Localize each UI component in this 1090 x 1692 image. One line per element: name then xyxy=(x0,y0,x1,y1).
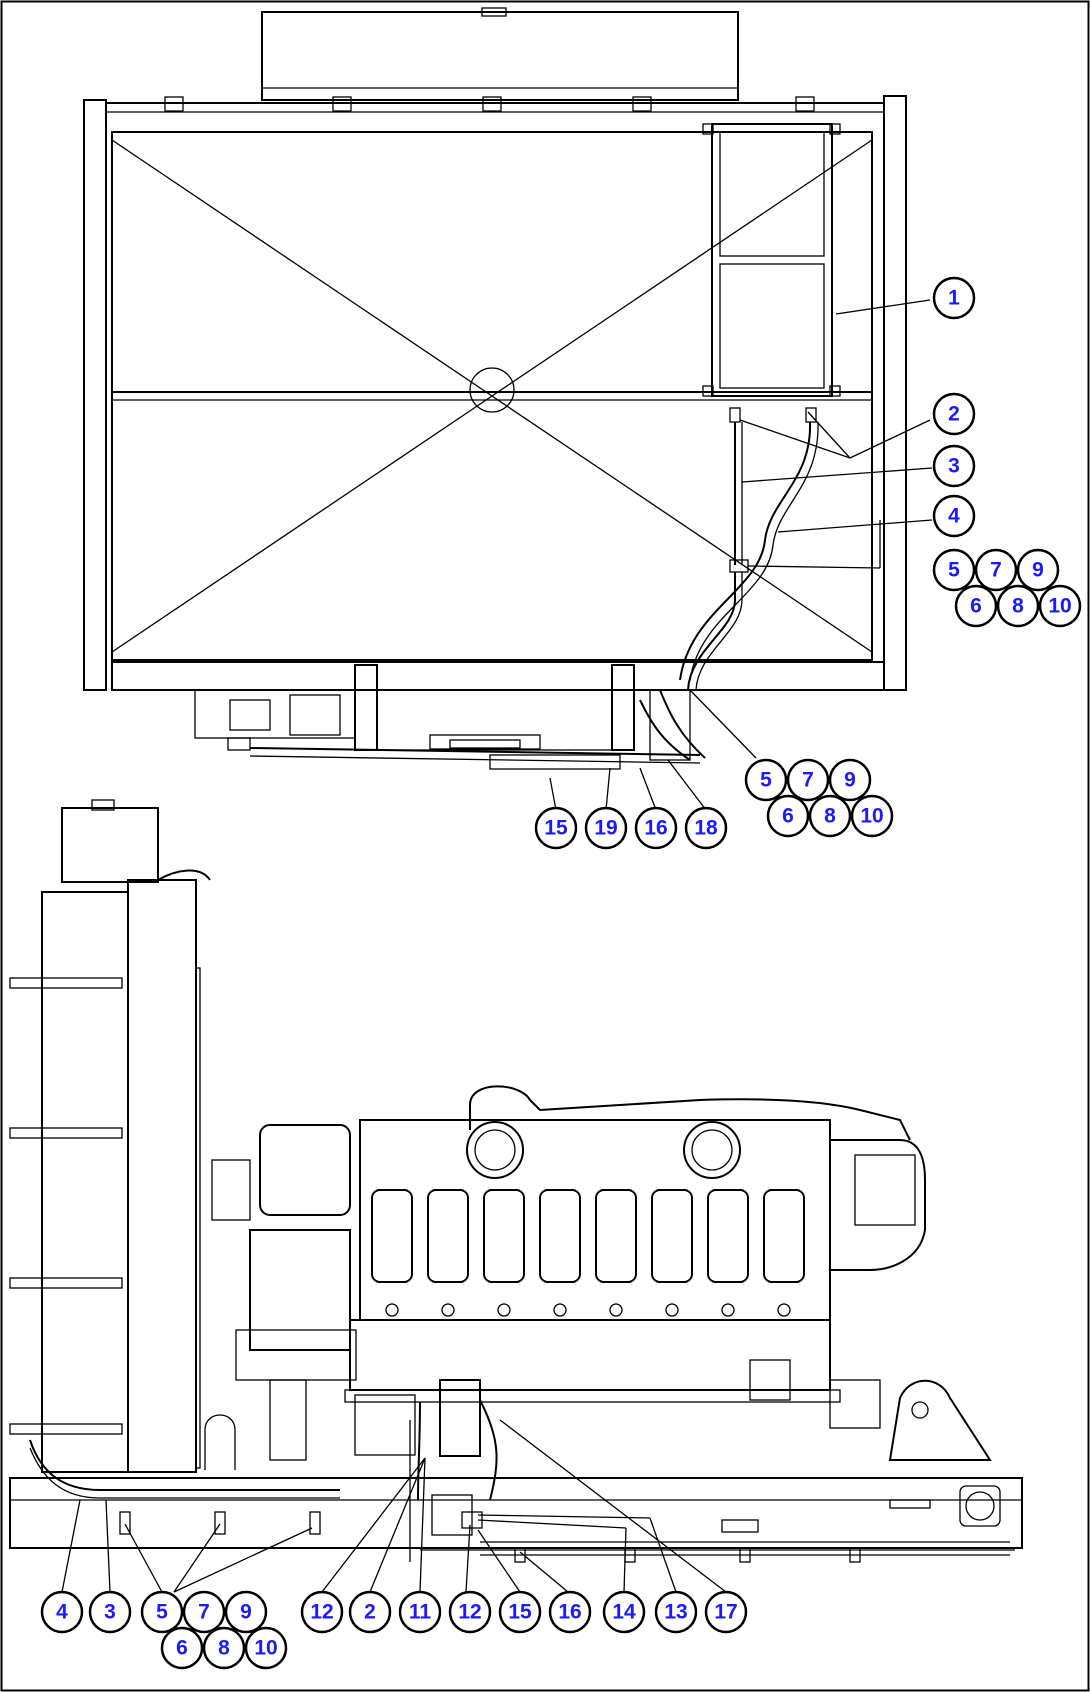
callout-10: 10 xyxy=(1038,584,1082,628)
svg-text:18: 18 xyxy=(694,817,718,840)
svg-text:11: 11 xyxy=(409,1601,432,1624)
callout-6: 6 xyxy=(766,794,810,838)
svg-text:6: 6 xyxy=(782,805,794,828)
svg-text:5: 5 xyxy=(948,559,960,582)
callout-16: 16 xyxy=(548,1590,592,1634)
callout-8: 8 xyxy=(996,584,1040,628)
callout-6: 6 xyxy=(954,584,998,628)
cylinder-heads xyxy=(371,1189,805,1317)
svg-text:3: 3 xyxy=(948,455,960,478)
callout-13: 13 xyxy=(654,1590,698,1634)
svg-text:8: 8 xyxy=(824,805,836,828)
svg-text:15: 15 xyxy=(508,1601,532,1624)
callout-10: 10 xyxy=(244,1626,288,1670)
callout-18: 18 xyxy=(684,806,728,850)
svg-text:7: 7 xyxy=(198,1601,210,1624)
callout-8: 8 xyxy=(202,1626,246,1670)
callout-15: 15 xyxy=(534,806,578,850)
svg-text:3: 3 xyxy=(104,1601,116,1624)
top-view-leader-lines xyxy=(549,299,933,811)
svg-text:9: 9 xyxy=(1032,559,1044,582)
callout-4: 4 xyxy=(932,494,976,538)
callout-3: 3 xyxy=(88,1590,132,1634)
svg-text:17: 17 xyxy=(714,1601,737,1624)
svg-text:12: 12 xyxy=(458,1601,481,1624)
svg-text:5: 5 xyxy=(760,769,772,792)
svg-text:2: 2 xyxy=(948,403,960,426)
callout-5: 5 xyxy=(744,758,788,802)
svg-text:7: 7 xyxy=(802,769,814,792)
svg-text:16: 16 xyxy=(558,1601,581,1624)
svg-text:9: 9 xyxy=(844,769,856,792)
callout-7: 7 xyxy=(974,548,1018,592)
svg-text:5: 5 xyxy=(156,1601,168,1624)
callout-6: 6 xyxy=(160,1626,204,1670)
svg-text:8: 8 xyxy=(218,1637,230,1660)
callout-2: 2 xyxy=(348,1590,392,1634)
svg-text:1: 1 xyxy=(948,287,960,310)
callout-17: 17 xyxy=(704,1590,748,1634)
callout-8: 8 xyxy=(808,794,852,838)
svg-text:13: 13 xyxy=(664,1601,687,1624)
callout-1: 1 xyxy=(932,276,976,320)
svg-text:4: 4 xyxy=(948,505,960,528)
side-view-leader-lines xyxy=(61,1419,727,1593)
svg-text:7: 7 xyxy=(990,559,1002,582)
svg-text:12: 12 xyxy=(310,1601,333,1624)
callout-14: 14 xyxy=(602,1590,646,1634)
callout-7: 7 xyxy=(182,1590,226,1634)
svg-text:16: 16 xyxy=(644,817,667,840)
svg-text:14: 14 xyxy=(612,1601,636,1624)
callout-9: 9 xyxy=(828,758,872,802)
callout-5: 5 xyxy=(140,1590,184,1634)
callout-2: 2 xyxy=(932,392,976,436)
callout-16: 16 xyxy=(634,806,678,850)
callout-7: 7 xyxy=(786,758,830,802)
svg-text:10: 10 xyxy=(1048,595,1071,618)
callout-5: 5 xyxy=(932,548,976,592)
callout-11: 11 xyxy=(398,1590,442,1634)
svg-text:6: 6 xyxy=(176,1637,188,1660)
svg-text:9: 9 xyxy=(240,1601,252,1624)
svg-text:19: 19 xyxy=(594,817,617,840)
callout-12: 12 xyxy=(448,1590,492,1634)
svg-text:10: 10 xyxy=(860,805,883,828)
callout-3: 3 xyxy=(932,444,976,488)
callout-19: 19 xyxy=(584,806,628,850)
svg-text:6: 6 xyxy=(970,595,982,618)
side-view-engine xyxy=(9,799,1023,1563)
callouts-side-view: 4 3 5 7 9 6 8 10 12 2 11 12 15 16 14 13 … xyxy=(40,1590,748,1670)
callout-9: 9 xyxy=(1016,548,1060,592)
svg-text:8: 8 xyxy=(1012,595,1024,618)
callout-4: 4 xyxy=(40,1590,84,1634)
svg-text:10: 10 xyxy=(254,1637,277,1660)
callout-10: 10 xyxy=(850,794,894,838)
svg-text:2: 2 xyxy=(364,1601,376,1624)
top-view-radiator xyxy=(83,7,907,770)
callout-12: 12 xyxy=(300,1590,344,1634)
callout-9: 9 xyxy=(224,1590,268,1634)
svg-text:15: 15 xyxy=(544,817,568,840)
callout-15: 15 xyxy=(498,1590,542,1634)
svg-text:4: 4 xyxy=(56,1601,68,1624)
callouts-top-view: 1 2 3 4 5 7 9 6 8 10 5 7 9 6 8 10 15 19 … xyxy=(534,276,1082,850)
